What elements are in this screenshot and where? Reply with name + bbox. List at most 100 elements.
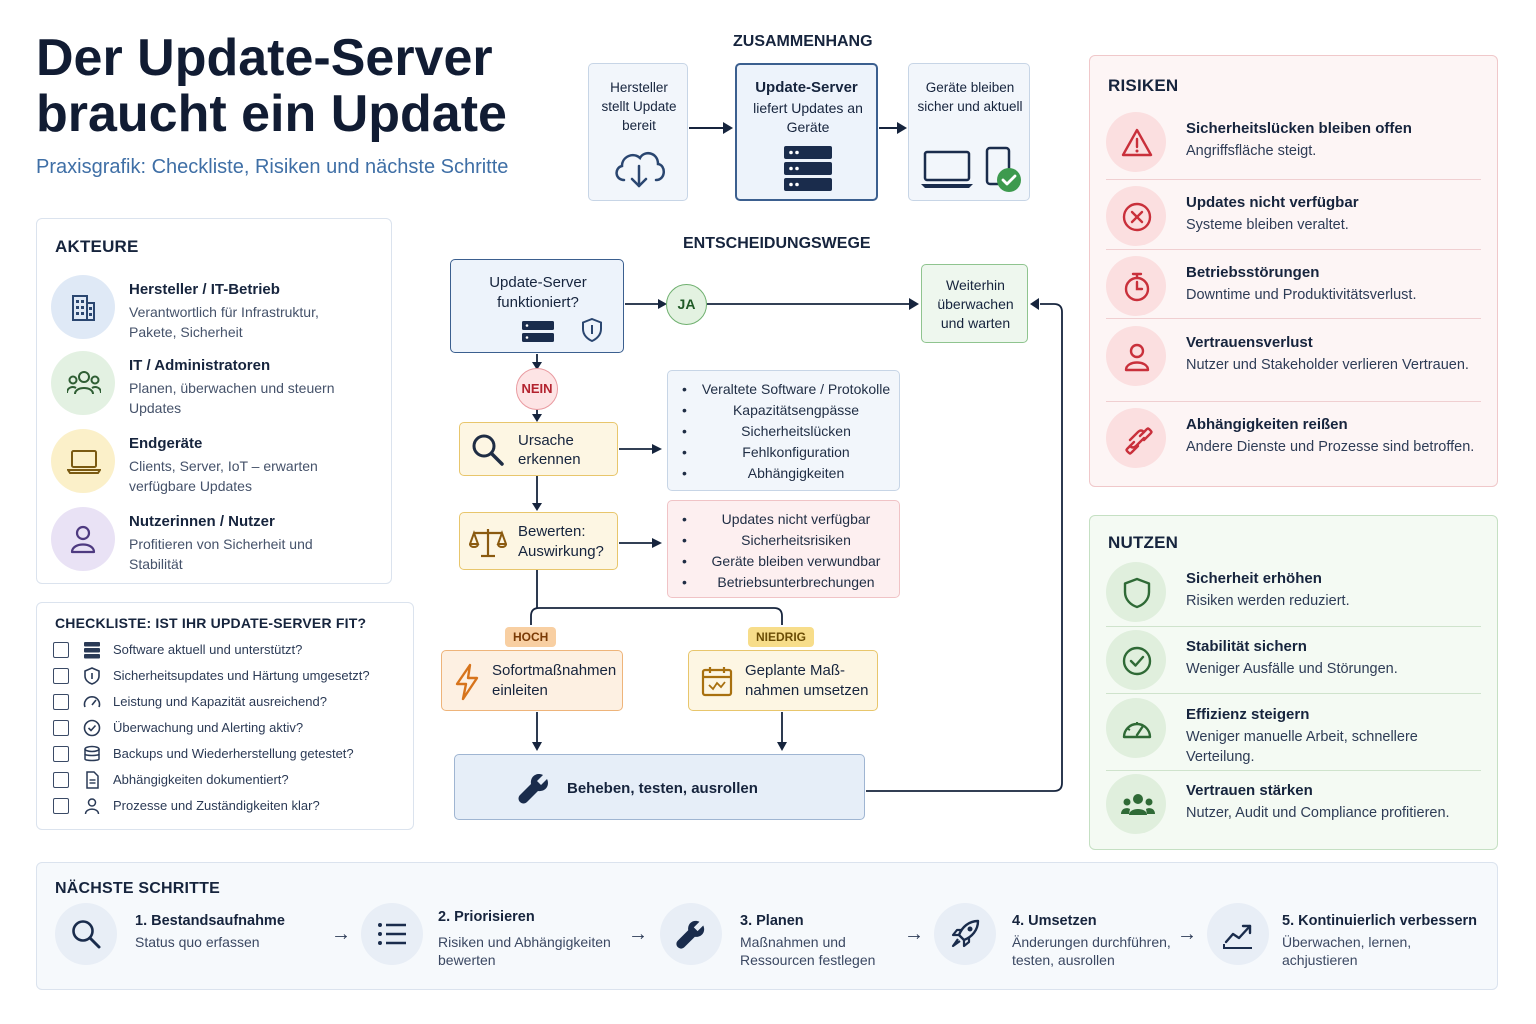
geplant-label: Geplante Maß-nahmen umsetzen	[745, 662, 869, 699]
checklist-item[interactable]: Leistung und Kapazität ausreichend?	[53, 691, 413, 713]
search-icon	[472, 434, 504, 466]
actor-name: Hersteller / IT-Betrieb	[129, 281, 280, 298]
actor-nutzer: Nutzerinnen / Nutzer Profitieren von Sic…	[51, 507, 381, 577]
update-server-box-title: Update-Server	[755, 79, 858, 96]
bewerten-item: Sicherheitsrisiken	[680, 530, 896, 551]
gauge-icon	[1122, 722, 1152, 739]
group-icon	[1121, 794, 1155, 815]
actor-name: Endgeräte	[129, 435, 203, 452]
checkbox[interactable]	[53, 772, 69, 788]
checklist-item[interactable]: Backups und Wiederherstellung getestet?	[53, 743, 413, 765]
bewerten-item: Geräte bleiben verwundbar	[680, 551, 896, 572]
search-icon	[72, 920, 101, 949]
risk-desc: Systeme bleiben veraltet.	[1186, 217, 1349, 233]
server-icon	[522, 321, 554, 342]
actor-desc: Verantwortlich für Infrastruktur, Pakete…	[129, 304, 319, 340]
risk-name: Updates nicht verfügbar	[1186, 194, 1359, 211]
checkbox[interactable]	[53, 798, 69, 814]
sofort-label: Sofortmaßnahmen einleiten	[492, 662, 617, 699]
actor-desc: Planen, überwachen und steuern Updates	[129, 380, 335, 416]
step-name: 5. Kontinuierlich verbessern	[1282, 913, 1478, 929]
risk-icon-bg	[1106, 326, 1166, 386]
benefit-desc: Weniger Ausfälle und Störungen.	[1186, 661, 1398, 677]
benefit-name: Effizienz steigern	[1186, 706, 1310, 723]
ja-label: JA	[677, 296, 696, 312]
benefit-icon-bg	[1106, 562, 1166, 622]
wrench-icon	[518, 774, 548, 804]
divider	[1106, 693, 1481, 694]
flow-arrow	[689, 122, 733, 134]
checkbox[interactable]	[53, 642, 69, 658]
divider	[1106, 626, 1481, 627]
bewerten-box: Bewerten: Auswirkung?	[459, 512, 618, 570]
team-icon	[67, 371, 101, 395]
risk-icon-bg	[1106, 256, 1166, 316]
lightning-icon	[455, 663, 479, 701]
checklist-item[interactable]: Überwachung und Alerting aktiv?	[53, 717, 413, 739]
step-arrow: →	[331, 923, 351, 945]
document-icon	[86, 771, 99, 789]
risk-icon-bg	[1106, 408, 1166, 468]
benefit-icon-bg	[1106, 698, 1166, 758]
risk-icon-bg	[1106, 186, 1166, 246]
calendar-icon	[701, 667, 733, 697]
risiken-panel: RISIKEN Sicherheitslücken bleiben offen …	[1089, 55, 1498, 487]
step-name: 4. Umsetzen	[1012, 913, 1097, 929]
warning-icon	[1121, 128, 1153, 157]
ja-badge: JA	[666, 284, 707, 325]
ursache-item: Veraltete Software / Protokolle	[680, 379, 896, 400]
checklist-label: Prozesse und Zuständigkeiten klar?	[113, 798, 320, 813]
actor-endgeraete: Endgeräte Clients, Server, IoT – erwarte…	[51, 429, 381, 499]
bewerten-item: Updates nicht verfügbar	[680, 509, 896, 530]
nutzen-panel: NUTZEN Sicherheit erhöhen Risiken werden…	[1089, 515, 1498, 850]
checkbox[interactable]	[53, 720, 69, 736]
ursache-item: Abhängigkeiten	[680, 463, 896, 484]
stopwatch-icon	[1124, 272, 1150, 302]
divider	[1106, 249, 1481, 250]
checklist-item[interactable]: Prozesse und Zuständigkeiten klar?	[53, 795, 413, 817]
checkliste-title: CHECKLISTE: IST IHR UPDATE-SERVER FIT?	[55, 615, 367, 631]
hoch-badge: HOCH	[505, 627, 557, 647]
benefit-desc: Nutzer, Audit und Compliance profitieren…	[1186, 805, 1450, 821]
step-desc: Überwachen, lernen, achjustieren	[1282, 934, 1412, 968]
checklist-item[interactable]: Abhängigkeiten dokumentiert?	[53, 769, 413, 791]
divider	[1106, 401, 1481, 402]
divider	[1106, 179, 1481, 180]
geraete-box-label: Geräte bleiben sicher und aktuell	[917, 80, 1023, 114]
weiter-box: Weiterhin überwachen und warten	[921, 264, 1028, 343]
actor-hersteller: Hersteller / IT-Betrieb Verantwortlich f…	[51, 275, 381, 345]
checklist-item[interactable]: Sicherheitsupdates und Härtung umgesetzt…	[53, 665, 413, 687]
checkliste-panel: CHECKLISTE: IST IHR UPDATE-SERVER FIT? S…	[36, 602, 414, 830]
user-icon	[84, 798, 100, 815]
actor-admins: IT / Administratoren Planen, überwachen …	[51, 351, 381, 421]
checklist-item[interactable]: Software aktuell und unterstützt?	[53, 639, 413, 661]
sofort-box: Sofortmaßnahmen einleiten	[441, 650, 623, 711]
entscheidung-title: ENTSCHEIDUNGSWEGE	[683, 235, 871, 252]
page-title: Der Update-Server braucht ein Update	[36, 29, 507, 143]
broken-link-icon	[1125, 427, 1153, 455]
devices-check-icon	[921, 146, 1021, 192]
server-icon	[84, 642, 100, 659]
checkbox[interactable]	[53, 746, 69, 762]
page-subtitle: Praxisgrafik: Checkliste, Risiken und nä…	[36, 156, 509, 178]
step-desc: Änderungen durchführen, testen, ausrolle…	[1012, 934, 1171, 968]
nutzen-title: NUTZEN	[1108, 533, 1179, 552]
update-server-box-text: liefert Updates an Geräte	[753, 100, 863, 135]
bewerten-item: Betriebsunterbrechungen	[680, 572, 896, 593]
risk-desc: Angriffsfläche steigt.	[1186, 143, 1317, 159]
user-icon	[70, 525, 96, 554]
step-name: 1. Bestandsaufnahme	[135, 913, 285, 929]
cloud-download-icon	[615, 151, 665, 188]
ursache-list-box: Veraltete Software / Protokolle Kapazitä…	[667, 370, 900, 491]
checkbox[interactable]	[53, 694, 69, 710]
database-icon	[84, 745, 100, 762]
step-arrow: →	[904, 923, 924, 945]
step-desc: Risiken und Abhängigkeiten bewerten	[438, 934, 611, 968]
risk-name: Abhängigkeiten reißen	[1186, 416, 1348, 433]
niedrig-badge: NIEDRIG	[748, 627, 815, 647]
checkbox[interactable]	[53, 668, 69, 684]
checklist-label: Abhängigkeiten dokumentiert?	[113, 772, 289, 787]
step-desc: Maßnahmen und Ressourcen festlegen	[740, 934, 876, 968]
step-icon-bg	[934, 903, 996, 965]
schritte-title: NÄCHSTE SCHRITTE	[55, 880, 220, 897]
